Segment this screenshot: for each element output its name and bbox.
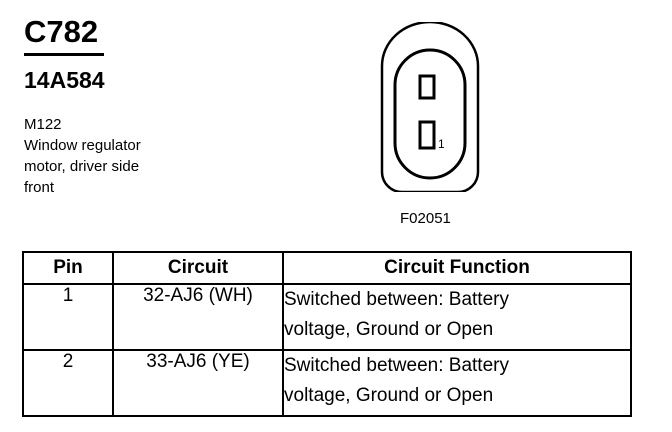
connector-face-diagram: 1 <box>380 22 480 192</box>
figure-id: F02051 <box>400 210 451 227</box>
connector-inner-housing <box>393 48 467 180</box>
connector-outer-housing <box>380 22 480 192</box>
pin-cell: 1 <box>22 283 114 351</box>
description-line: Window regulator <box>24 137 141 154</box>
pin-table: Pin Circuit Circuit Function 1 32-AJ6 (W… <box>22 251 632 417</box>
circuit-cell: 32-AJ6 (WH) <box>112 283 284 351</box>
function-line: voltage, Ground or Open <box>284 319 494 340</box>
function-line: Switched between: Battery <box>284 289 509 310</box>
function-line: Switched between: Battery <box>284 355 509 376</box>
description-line: M122 <box>24 116 62 133</box>
description-line: motor, driver side <box>24 158 140 175</box>
circuit-cell: 33-AJ6 (YE) <box>112 349 284 417</box>
description-line: front <box>24 179 55 196</box>
table-row: 1 32-AJ6 (WH) Switched between: Battery … <box>22 283 632 351</box>
function-line: voltage, Ground or Open <box>284 385 494 406</box>
column-header-pin: Pin <box>22 251 114 285</box>
table-row: 2 33-AJ6 (YE) Switched between: Battery … <box>22 349 632 417</box>
title-underline <box>24 53 104 56</box>
column-header-function: Circuit Function <box>282 251 632 285</box>
connector-code: C782 <box>24 14 99 49</box>
pin-1-label: 1 <box>438 137 445 151</box>
pin-2-terminal <box>418 74 436 100</box>
function-cell: Switched between: Battery voltage, Groun… <box>282 349 632 417</box>
function-cell: Switched between: Battery voltage, Groun… <box>282 283 632 351</box>
pin-1-terminal <box>418 120 436 150</box>
part-number: 14A584 <box>24 67 105 93</box>
connector-description: M122 Window regulator motor, driver side… <box>24 114 141 198</box>
table-header-row: Pin Circuit Circuit Function <box>22 251 632 285</box>
pin-cell: 2 <box>22 349 114 417</box>
column-header-circuit: Circuit <box>112 251 284 285</box>
